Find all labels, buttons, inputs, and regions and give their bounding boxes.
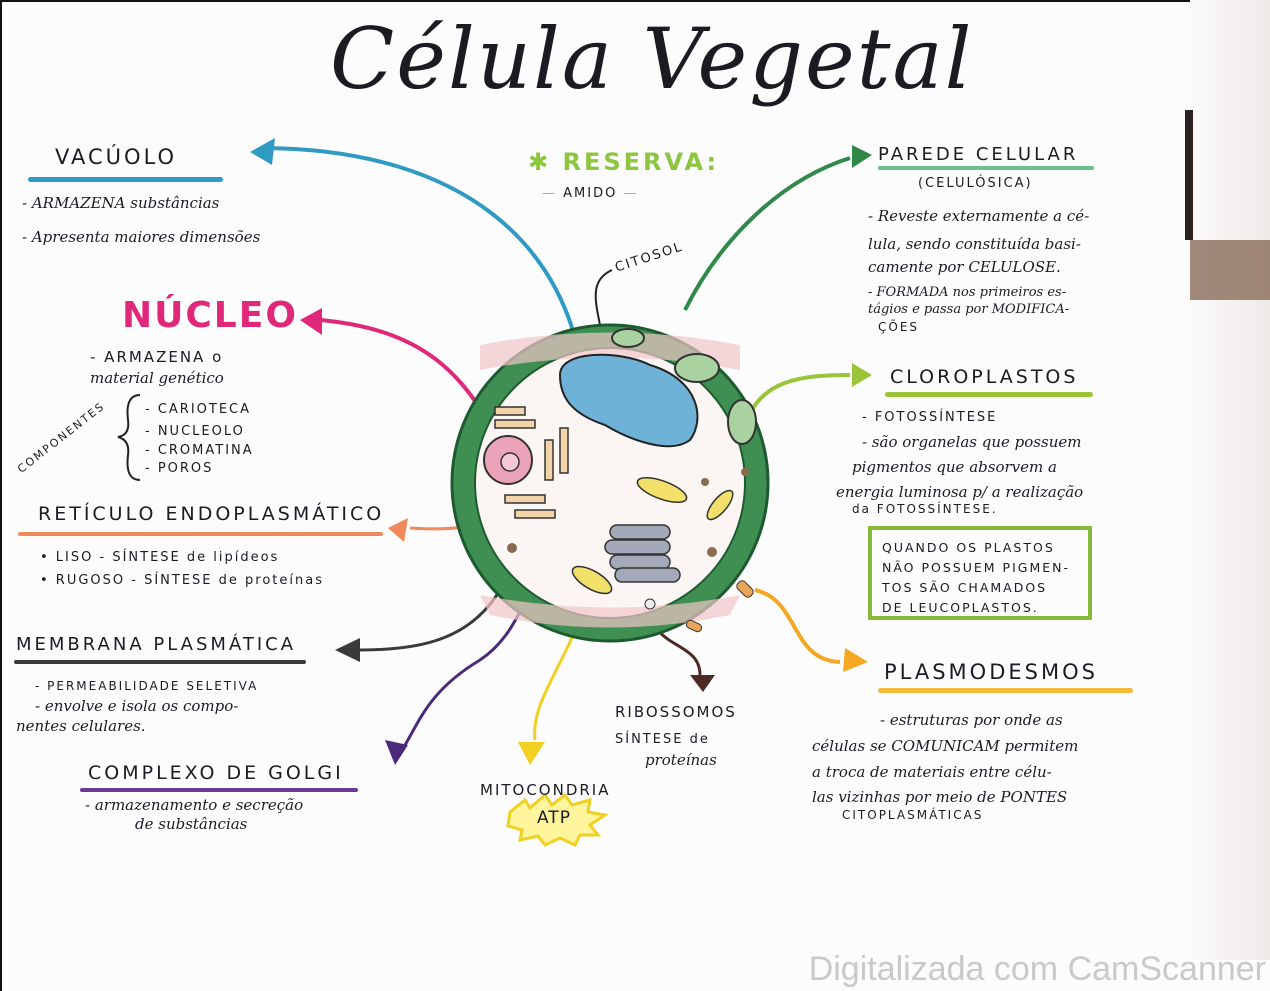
arrowhead-mitocondria bbox=[518, 742, 545, 765]
note-line: DE LEUCOPLASTOS. bbox=[882, 600, 1039, 615]
components-brace bbox=[117, 394, 141, 481]
component-item: - POROS bbox=[145, 461, 214, 476]
paper-sheet bbox=[0, 0, 1190, 991]
chloroplast bbox=[674, 353, 720, 383]
arrowhead-plasmodesmos bbox=[843, 648, 868, 672]
arrow-parede bbox=[683, 156, 851, 311]
ribosomes bbox=[507, 468, 749, 610]
parede-title: PAREDE CELULAR bbox=[878, 144, 1079, 165]
membrana-item: nentes celulares. bbox=[16, 717, 146, 735]
reticulo-underline bbox=[18, 532, 383, 536]
scan-edge bbox=[1190, 0, 1270, 960]
golgi-item: de substâncias bbox=[135, 815, 248, 833]
reticulo-item: • LISO - SÍNTESE de lipídeos bbox=[40, 550, 280, 565]
cytoplasm-tint-bottom bbox=[480, 595, 740, 628]
arrow-membrana bbox=[359, 589, 502, 652]
plasmodesmos-item: - estruturas por onde as bbox=[880, 711, 1063, 729]
plasmodesmos-underline bbox=[878, 688, 1133, 693]
mitocondria-title: MITOCONDRIA bbox=[480, 781, 611, 799]
mitochondrion bbox=[571, 565, 613, 595]
plasmodesmos-item: a troca de materiais entre célu- bbox=[812, 763, 1052, 781]
page-title: Célula Vegetal bbox=[330, 10, 974, 108]
nucleolus bbox=[500, 452, 520, 472]
chloroplast bbox=[611, 328, 645, 348]
golgi-title: COMPLEXO DE GOLGI bbox=[88, 762, 344, 784]
nucleo-desc: material genético bbox=[90, 369, 224, 387]
component-item: - NUCLEOLO bbox=[145, 424, 245, 439]
ribossomos-item: SÍNTESE de bbox=[615, 732, 710, 747]
arrowhead-ribossomos bbox=[690, 675, 715, 692]
parede-item: - Reveste externamente a cé- bbox=[868, 207, 1090, 225]
membrana-item: - envolve e isola os compo- bbox=[35, 697, 239, 715]
cloroplastos-underline bbox=[885, 392, 1093, 397]
watermark: Digitalizada com CamScanner bbox=[808, 950, 1266, 988]
vacuolo-item: - ARMAZENA substâncias bbox=[22, 194, 220, 212]
atp-burst bbox=[506, 792, 609, 847]
component-item: - CARIOTECA bbox=[145, 402, 252, 417]
arrowhead-reticulo bbox=[388, 518, 408, 542]
plasmodesmos-item: CITOPLASMÁTICAS bbox=[842, 808, 984, 822]
parede-item: - FORMADA nos primeiros es- bbox=[868, 285, 1067, 300]
golgi-underline bbox=[80, 788, 358, 792]
mitochondrion bbox=[706, 489, 734, 521]
amido-text: AMIDO bbox=[563, 186, 618, 201]
parede-item: ÇÕES bbox=[878, 320, 920, 334]
parede-subtitle: (CELULÓSICA) bbox=[918, 176, 1033, 191]
plasmodesmos-title: PLASMODESMOS bbox=[884, 660, 1098, 684]
reserva-label: ✱ RESERVA: bbox=[528, 148, 720, 176]
parede-item: camente por CELULOSE. bbox=[868, 258, 1061, 276]
membrana-title: MEMBRANA PLASMÁTICA bbox=[16, 634, 297, 655]
parede-underline bbox=[878, 166, 1094, 170]
endoplasmic-reticulum bbox=[494, 406, 569, 519]
plasmodesmata bbox=[685, 580, 754, 633]
vacuolo-underline bbox=[28, 177, 223, 182]
reticulo-title: RETÍCULO ENDOPLASMÁTICO bbox=[38, 503, 385, 525]
arrowhead-nucleo bbox=[300, 308, 322, 335]
plasmodesmos-item: células se COMUNICAM permitem bbox=[812, 737, 1079, 755]
cloroplastos-item: pigmentos que absorvem a bbox=[852, 458, 1057, 476]
nucleo-title: NÚCLEO bbox=[122, 295, 298, 336]
parede-item: lula, sendo constituída basi- bbox=[868, 235, 1081, 253]
pointer-citosol bbox=[594, 269, 613, 326]
leucoplastos-note: QUANDO OS PLASTOS NÃO POSSUEM PIGMEN- TO… bbox=[868, 526, 1092, 620]
component-item: - CROMATINA bbox=[145, 443, 254, 458]
arrow-vacuolo bbox=[264, 146, 582, 361]
cytoplasm-tint-top bbox=[480, 332, 740, 370]
vacuole bbox=[558, 353, 699, 448]
scan-edge-shadow bbox=[1185, 110, 1193, 240]
arrowhead-golgi bbox=[385, 740, 408, 765]
arrowhead-membrana bbox=[335, 638, 360, 662]
vacuolo-item: - Apresenta maiores dimensões bbox=[22, 228, 261, 246]
cloroplastos-item: da FOTOSSÍNTESE. bbox=[852, 502, 998, 516]
ribossomos-title: RIBOSSOMOS bbox=[615, 703, 737, 721]
note-line: NÃO POSSUEM PIGMEN- bbox=[882, 560, 1070, 575]
arrowhead-vacuolo bbox=[250, 138, 275, 165]
reticulo-item: • RUGOSO - SÍNTESE de proteínas bbox=[40, 573, 324, 588]
atp-label: ATP bbox=[537, 808, 571, 828]
membrana-item: - PERMEABILIDADE SELETIVA bbox=[35, 679, 259, 693]
cloroplastos-title: CLOROPLASTOS bbox=[890, 366, 1079, 388]
cloroplastos-item: energia luminosa p/ a realização bbox=[836, 483, 1084, 501]
mitochondrion bbox=[636, 476, 688, 504]
arrowhead-cloroplastos bbox=[852, 363, 872, 387]
membrana-underline bbox=[14, 660, 306, 664]
arrow-cloroplastos bbox=[743, 373, 851, 426]
arrowhead-parede bbox=[852, 145, 872, 168]
parede-item: tágios e passa por MODIFICA- bbox=[868, 302, 1070, 317]
cloroplastos-item: - são organelas que possuem bbox=[862, 433, 1082, 451]
note-line: TOS SÃO CHAMADOS bbox=[882, 580, 1048, 595]
arrow-plasmodesmos bbox=[754, 588, 841, 664]
golgi-complex bbox=[604, 524, 681, 583]
chloroplast bbox=[727, 399, 757, 445]
reserva-amido: — AMIDO — bbox=[542, 186, 639, 201]
nucleo-desc: - ARMAZENA o bbox=[90, 348, 224, 366]
golgi-item: - armazenamento e secreção bbox=[85, 796, 304, 814]
vacuolo-title: VACÚOLO bbox=[55, 145, 178, 169]
note-line: QUANDO OS PLASTOS bbox=[882, 540, 1055, 555]
plasmodesmos-item: las vizinhas por meio de PONTES bbox=[812, 788, 1068, 806]
ribossomos-item: proteínas bbox=[645, 751, 717, 769]
reserva-text: RESERVA: bbox=[562, 148, 720, 176]
scan-background bbox=[1190, 240, 1270, 300]
cloroplastos-item: - FOTOSSÍNTESE bbox=[862, 410, 998, 425]
